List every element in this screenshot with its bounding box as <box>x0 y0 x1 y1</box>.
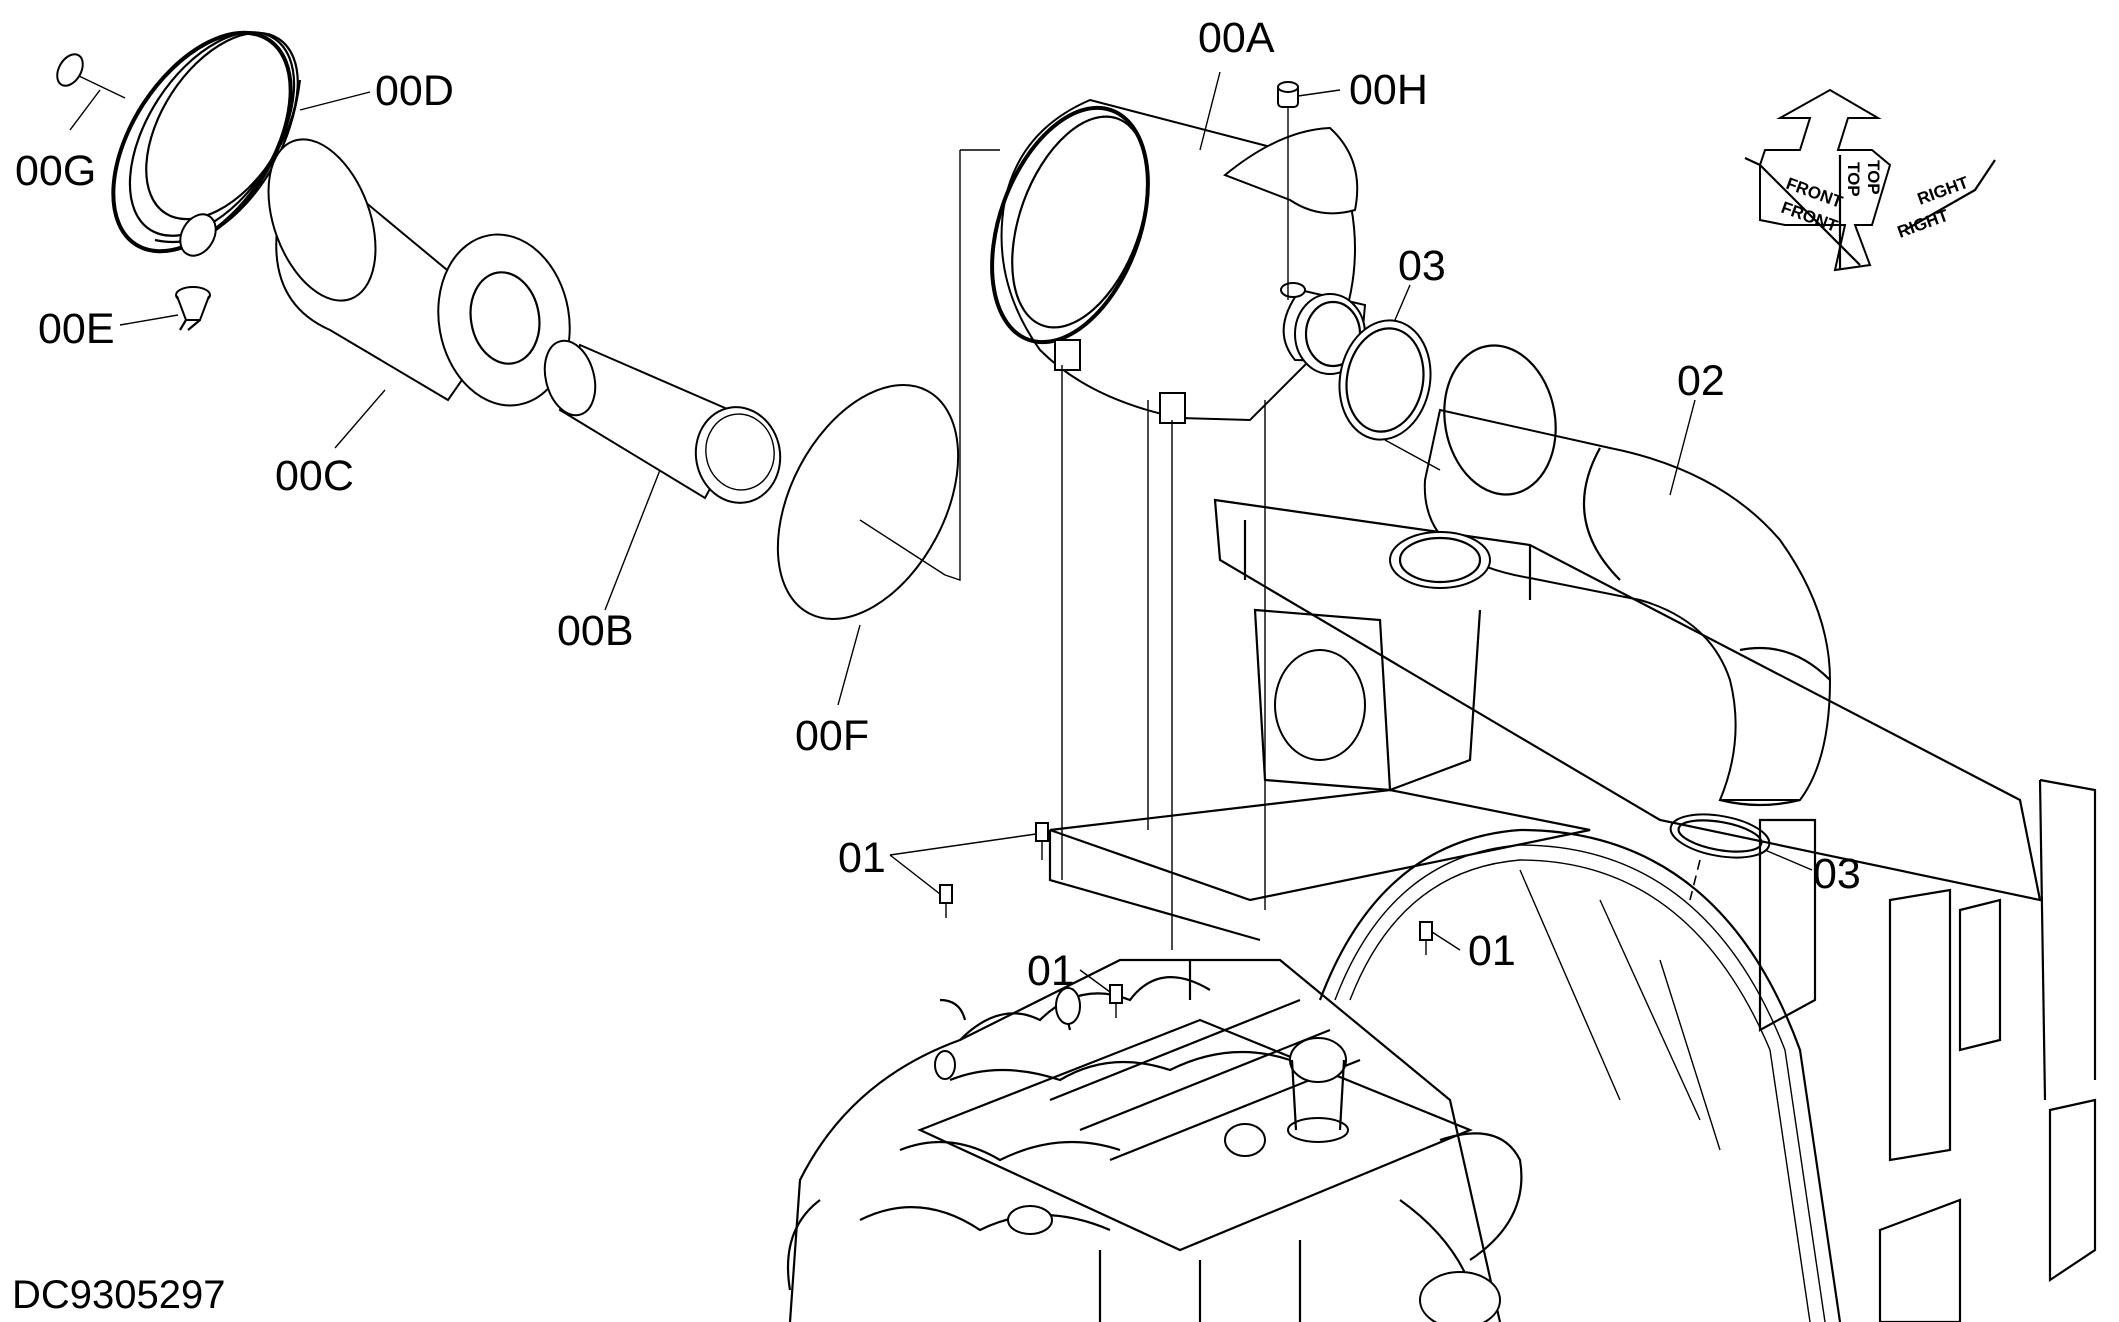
orientation-indicator: FRONT FRONT RIGHT RIGHT TOP TOP <box>1744 88 1996 272</box>
label-00E: 00E <box>38 305 115 353</box>
part-00C-outer-element <box>267 138 571 407</box>
label-00G: 00G <box>15 147 96 195</box>
part-00E-valve <box>175 286 211 331</box>
part-00D-cover <box>111 30 302 257</box>
right-label-mirrored: RIGHT <box>1915 173 1972 209</box>
label-00A: 00A <box>1198 14 1275 62</box>
right-label: RIGHT <box>1895 206 1952 242</box>
fan-shroud <box>1318 828 1842 1322</box>
part-02-intake-hose <box>1423 344 1832 807</box>
label-00B: 00B <box>557 607 634 655</box>
part-01-bolts <box>939 822 1433 1018</box>
part-03-ring-lower <box>1669 813 1771 859</box>
label-00H: 00H <box>1349 66 1428 114</box>
part-03-ring-upper <box>1338 319 1432 441</box>
engine-assembly <box>786 958 1523 1322</box>
label-01-right: 01 <box>1468 927 1516 975</box>
bracket-frame <box>1048 498 2097 1322</box>
assembly-lines <box>944 149 1701 950</box>
part-00F-seal <box>776 384 960 620</box>
leader-lines <box>69 71 1813 993</box>
part-00B-inner-element <box>543 339 782 504</box>
part-00G-cap <box>56 53 84 87</box>
part-00H-plug <box>1277 81 1299 300</box>
document-number: DC9305297 <box>12 1273 226 1317</box>
label-01-bottom: 01 <box>1027 947 1075 995</box>
label-00F: 00F <box>795 712 869 760</box>
label-00D: 00D <box>375 67 454 115</box>
top-label: TOP <box>1864 160 1883 195</box>
top-label-mirrored: TOP <box>1844 162 1863 197</box>
label-02: 02 <box>1677 357 1725 405</box>
label-01-left: 01 <box>838 834 886 882</box>
label-03-lower: 03 <box>1813 850 1861 898</box>
label-03-upper: 03 <box>1398 242 1446 290</box>
label-00C: 00C <box>275 452 354 500</box>
part-00A-air-cleaner-body <box>990 98 1367 424</box>
